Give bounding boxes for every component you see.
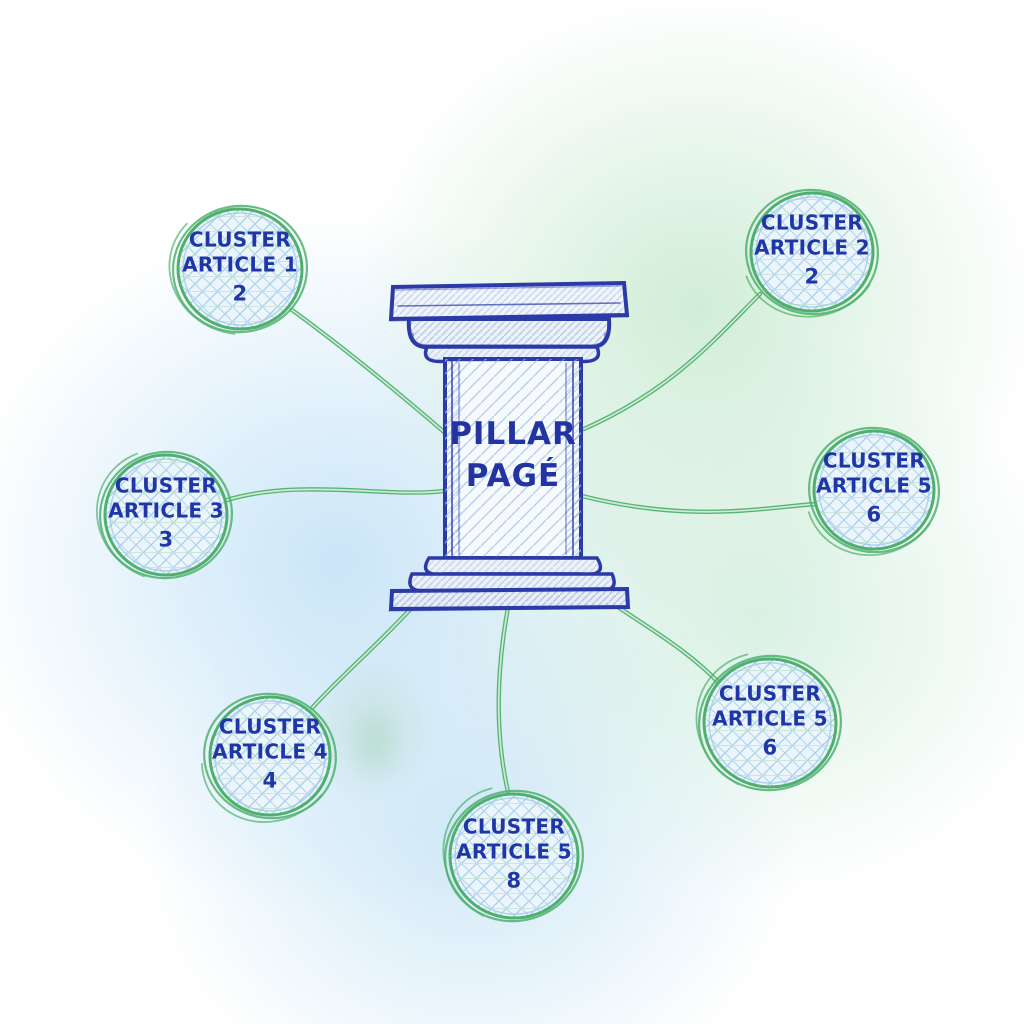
cluster-circle-7 <box>442 785 586 927</box>
cluster-circle-4 <box>805 423 943 557</box>
pillar-page-label: PILLAR PAGÉ <box>449 414 577 498</box>
cluster-7-number: 8 <box>506 868 522 893</box>
cluster-7-line1: CLUSTER <box>462 814 566 839</box>
connector-links <box>224 291 819 795</box>
cluster-circle-3 <box>95 448 237 582</box>
connector-cluster-2 <box>581 291 763 432</box>
cluster-2-number: 2 <box>804 264 820 289</box>
cluster-label-5: CLUSTER ARTICLE 5 6 <box>712 681 828 760</box>
cluster-circle-5 <box>695 651 845 795</box>
cluster-label-4: CLUSTER ARTICLE 5 6 <box>816 448 932 527</box>
connector-cluster-4 <box>579 493 819 514</box>
connector-cluster-3 <box>224 487 447 503</box>
connector-cluster-1 <box>289 307 447 435</box>
cluster-label-6: CLUSTER ARTICLE 4 4 <box>212 714 328 793</box>
cluster-2-line2: ARTICLE 2 <box>754 235 870 260</box>
cluster-6-line1: CLUSTER <box>218 714 322 739</box>
cluster-6-number: 4 <box>262 768 278 793</box>
connector-cluster-6 <box>309 600 419 711</box>
cluster-1-number: 2 <box>232 281 248 306</box>
cluster-circle-1 <box>168 202 312 336</box>
cluster-6-line2: ARTICLE 4 <box>212 739 328 764</box>
cluster-1-line2: ARTICLE 1 <box>182 252 298 277</box>
cluster-label-1: CLUSTER ARTICLE 1 2 <box>182 227 298 306</box>
pillar-label-line2: PAGÉ <box>465 458 561 494</box>
cluster-3-number: 3 <box>158 527 174 552</box>
connector-cluster-7 <box>496 599 512 795</box>
cluster-label-3: CLUSTER ARTICLE 3 3 <box>108 473 224 552</box>
connector-cluster-5 <box>606 598 725 689</box>
cluster-5-line2: ARTICLE 5 <box>712 706 828 731</box>
cluster-2-line1: CLUSTER <box>760 210 864 235</box>
pillar-label-line1: PILLAR <box>449 416 577 453</box>
cluster-label-7: CLUSTER ARTICLE 5 8 <box>456 814 572 893</box>
cluster-5-number: 6 <box>762 735 778 760</box>
cluster-1-line1: CLUSTER <box>188 227 292 252</box>
pillar-illustration <box>388 280 631 612</box>
cluster-4-line1: CLUSTER <box>822 448 926 473</box>
cluster-4-number: 6 <box>866 502 882 527</box>
cluster-4-line2: ARTICLE 5 <box>816 473 932 498</box>
cluster-label-2: CLUSTER ARTICLE 2 2 <box>754 210 870 289</box>
cluster-7-line2: ARTICLE 5 <box>456 839 572 864</box>
cluster-5-line1: CLUSTER <box>718 681 822 706</box>
cluster-3-line1: CLUSTER <box>114 473 218 498</box>
cluster-circle-2 <box>741 186 883 318</box>
cluster-circle-6 <box>201 689 339 823</box>
cluster-3-line2: ARTICLE 3 <box>108 498 224 523</box>
cluster-circles <box>95 186 943 927</box>
